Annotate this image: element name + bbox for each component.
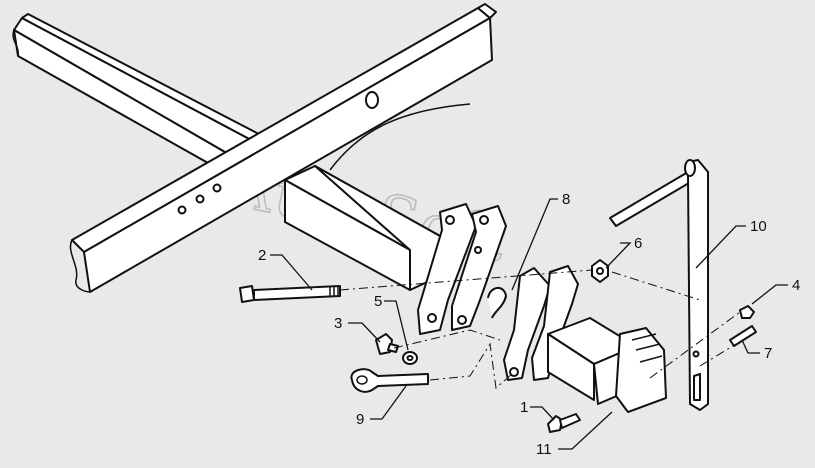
callout-10: 10: [750, 218, 767, 235]
bolt-long: [239, 285, 341, 303]
callout-5: 5: [374, 293, 382, 310]
alignment-lines: [339, 269, 741, 389]
washer: [402, 351, 418, 365]
beam-hole: [195, 194, 205, 204]
small-bolt: [375, 333, 399, 355]
callout-8: 8: [562, 191, 570, 208]
callout-labels: 2 3 5 6 8 10 4 7 9 1 11: [258, 191, 800, 458]
callout-6: 6: [634, 235, 642, 252]
mounting-plate-right: [451, 205, 507, 331]
callout-9: 9: [356, 411, 364, 428]
hitch-pin: [350, 368, 429, 393]
cotter-clip: [487, 287, 507, 319]
cross-beam: [69, 3, 497, 293]
mounting-plate-left: [417, 203, 477, 335]
spring-pin: [729, 325, 757, 347]
beam-hole: [365, 91, 379, 109]
leader-lines: [270, 198, 788, 450]
callout-7: 7: [764, 345, 772, 362]
callout-3: 3: [334, 315, 342, 332]
jaw-plate-left: [503, 267, 551, 381]
callout-2: 2: [258, 247, 266, 264]
nut: [591, 259, 609, 283]
callout-11: 11: [536, 441, 552, 458]
coupler-housing: [547, 317, 667, 413]
short-bolt: [547, 413, 581, 433]
locking-handle: [609, 159, 709, 411]
small-nut: [739, 305, 755, 319]
callout-4: 4: [792, 277, 800, 294]
frame-rail: [12, 13, 281, 191]
beam-hole: [212, 183, 222, 193]
callout-1: 1: [520, 399, 528, 416]
beam-hole: [177, 205, 187, 215]
gusset-edge: [329, 103, 471, 171]
